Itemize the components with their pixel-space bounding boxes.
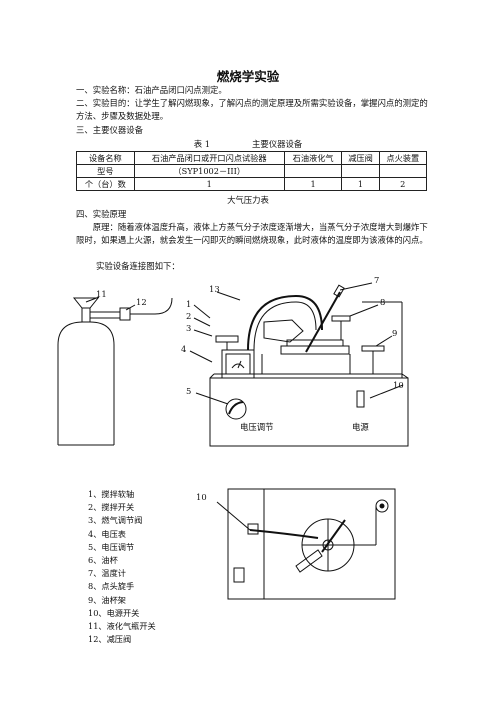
principle-heading: 四、实验原理 [76, 209, 127, 219]
instrument-body [209, 377, 409, 447]
voltage-knob[interactable] [225, 398, 247, 420]
experiment-name: 一、实验名称：石油产品闭口闪点测定。 [76, 85, 227, 95]
page-title: 燃烧学实验 [216, 69, 280, 84]
plan-callout-10: 10 [196, 492, 207, 502]
legend-item: 6、油杯 [88, 555, 118, 566]
table-cell: 1 [133, 177, 285, 191]
callout-3: 3 [186, 323, 192, 333]
callout-1: 1 [186, 299, 192, 309]
legend-list: 1、搅拌软轴 2、搅拌开关 3、燃气调节阀 4、电压表 5、电压调节 6、油杯 … [88, 488, 156, 646]
legend-item: 8、点头旋手 [88, 581, 135, 592]
callout-7: 7 [374, 275, 380, 285]
legend-item: 12、减压阀 [88, 634, 132, 645]
legend-item: 10、电源开关 [88, 607, 140, 618]
connection-caption: 实验设备连接图如下： [96, 261, 180, 271]
callout-5: 5 [186, 386, 192, 396]
gas-cylinder [57, 297, 173, 446]
callout-13: 13 [209, 284, 220, 294]
voltage-label: 电压调节 [240, 422, 274, 432]
table-footer: 大气压力表 [227, 195, 269, 205]
callout-12: 12 [136, 297, 147, 307]
callout-4: 4 [181, 344, 187, 354]
equipment-table: 设备名称 石油产品闭口或开口闪点试验器 石油液化气 减压阀 点火装置 型号 （S… [76, 151, 428, 191]
principle-text: 原理：随着液体温度升高，液体上方蒸气分子浓度逐渐增大，当蒸气分子浓度增大到爆炸下… [76, 222, 428, 245]
power-switch[interactable] [356, 390, 365, 408]
table-row: 型号 （SYP1002－III） [76, 164, 428, 178]
legend-item: 3、燃气调节阀 [88, 515, 143, 526]
legend-item: 4、电压表 [88, 528, 126, 539]
table-cell: 1 [341, 177, 380, 191]
equipment-heading: 三、主要仪器设备 [76, 125, 143, 135]
table-caption: 表 1 主要仪器设备 [193, 139, 303, 149]
power-label: 电源 [352, 422, 369, 432]
callout-9: 9 [392, 328, 398, 338]
legend-item: 1、搅拌软轴 [88, 489, 135, 499]
legend-item: 7、温度计 [88, 568, 126, 579]
experiment-purpose: 二、实验目的：让学生了解闪燃现象，了解闪点的测定原理及所需实验设备，掌握闪点的测… [76, 98, 428, 121]
callout-8: 8 [380, 297, 386, 307]
callout-10: 10 [393, 380, 404, 390]
legend-item: 9、油杯架 [88, 594, 126, 605]
callout-11: 11 [96, 289, 107, 299]
table-cell: 个（台）数 [76, 177, 135, 191]
table-cell: 2 [378, 177, 428, 191]
legend-item: 5、电压调节 [88, 541, 135, 552]
legend-item: 11、液化气瓶开关 [88, 621, 156, 632]
callout-2: 2 [186, 311, 192, 321]
legend-item: 2、搅拌开关 [88, 502, 135, 513]
table-row: 个（台）数 1 1 1 2 [76, 177, 428, 191]
